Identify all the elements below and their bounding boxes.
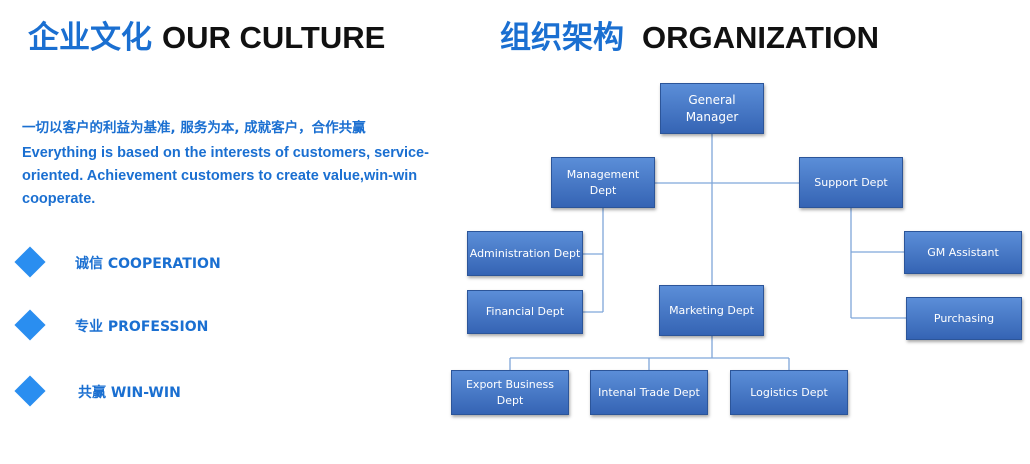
culture-title: 企业文化 OUR CULTURE: [28, 12, 385, 57]
org-node-management-dept: Management Dept: [551, 157, 655, 208]
culture-title-en: OUR CULTURE: [162, 20, 386, 55]
organization-title: 组织架构 ORGANIZATION: [500, 12, 879, 57]
culture-intro-cn: 一切以客户的利益为基准, 服务为本, 成就客户，合作共赢: [22, 120, 366, 136]
org-node-marketing-dept: Marketing Dept: [659, 285, 764, 336]
org-node-financial-dept: Financial Dept: [467, 290, 583, 334]
org-node-purchasing: Purchasing: [906, 297, 1022, 340]
culture-intro-en: Everything is based on the interests of …: [22, 145, 429, 207]
org-node-gm-assistant: GM Assistant: [904, 231, 1022, 274]
value-label: 专业 PROFESSION: [75, 319, 209, 335]
org-node-export-business-dept: Export Business Dept: [451, 370, 569, 415]
organization-title-en: ORGANIZATION: [642, 20, 880, 55]
org-node-general-manager: General Manager: [660, 83, 764, 134]
org-node-administration-dept: Administration Dept: [467, 231, 583, 276]
org-node-logistics-dept: Logistics Dept: [730, 370, 848, 415]
culture-title-cn: 企业文化: [28, 20, 152, 56]
organization-title-cn: 组织架构: [500, 20, 624, 56]
value-label: 共赢 WIN-WIN: [78, 385, 181, 401]
org-node-internal-trade-dept: Intenal Trade Dept: [590, 370, 708, 415]
value-label: 诚信 COOPERATION: [75, 256, 221, 272]
org-node-support-dept: Support Dept: [799, 157, 903, 208]
